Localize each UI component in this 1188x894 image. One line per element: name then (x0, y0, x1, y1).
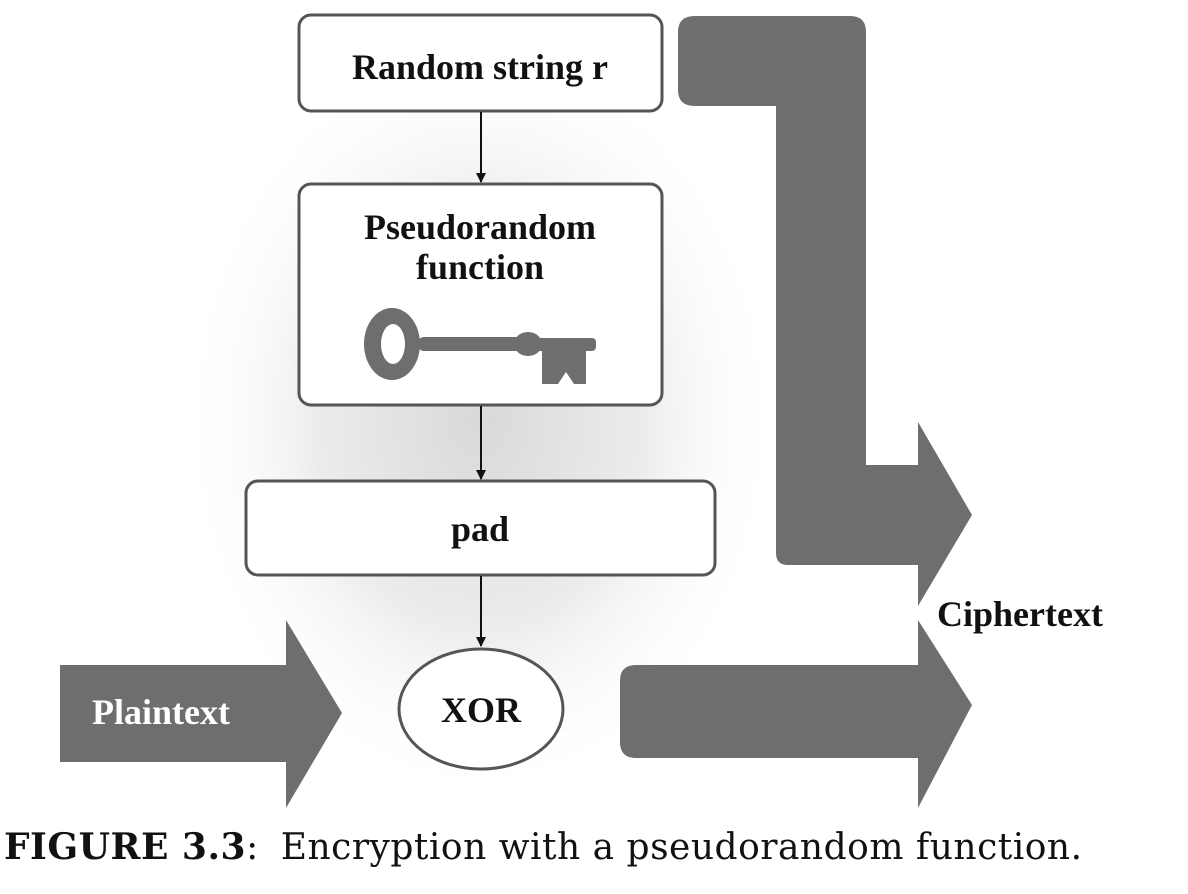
figure-caption-text: Encryption with a pseudorandom function. (280, 827, 1083, 868)
pad-box (244, 479, 717, 577)
prf-label-line2: function (416, 247, 544, 287)
key-icon (364, 308, 596, 384)
plaintext-label: Plaintext (92, 692, 230, 732)
plaintext-arrow (60, 620, 342, 808)
ciphertext-upper-arrow (678, 16, 972, 606)
ciphertext-label: Ciphertext (937, 594, 1103, 634)
figure-caption: FIGURE 3.3: Encryption with a pseudorando… (4, 826, 1184, 886)
prf-label-line1: Pseudorandom (364, 207, 596, 247)
ciphertext-lower-arrow (620, 620, 972, 808)
pad-label: pad (451, 509, 509, 549)
figure-separator: : (246, 827, 259, 868)
xor-label: XOR (441, 690, 522, 730)
random-string-label: Random string r (352, 47, 608, 87)
random-string-box (297, 13, 664, 113)
xor-node (397, 647, 565, 771)
figure-label: FIGURE 3.3 (4, 826, 247, 868)
